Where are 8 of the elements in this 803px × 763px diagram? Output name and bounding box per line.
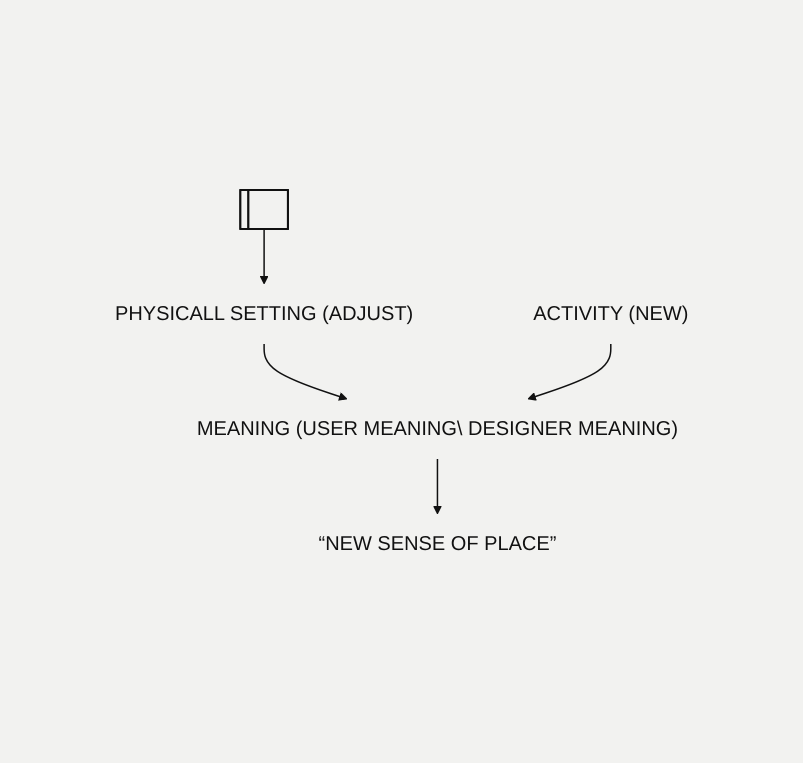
node-text: ACTIVITY (NEW) (533, 302, 688, 324)
node-text: “NEW SENSE OF PLACE” (318, 532, 556, 554)
arrow (263, 344, 348, 400)
arrow (260, 228, 268, 284)
node-text: MEANING (USER MEANING\ DESIGNER MEANING) (196, 418, 678, 440)
node-text: PHYSICALL SETTING (ADJUST) (114, 302, 413, 324)
arrow (432, 458, 442, 514)
arrow (527, 344, 612, 400)
